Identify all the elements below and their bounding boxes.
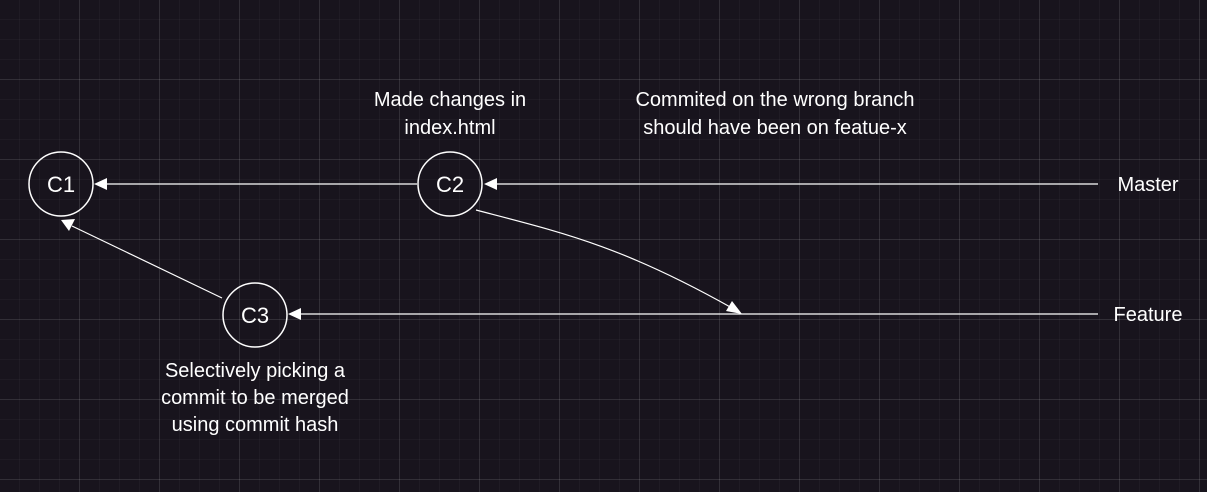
arrowhead-c3-to-c1-icon: [61, 219, 75, 231]
annotation-c2-line-2: index.html: [404, 117, 495, 139]
arrowhead-cherry-pick-icon: [726, 301, 742, 314]
annotation-c3: Selectively picking a commit to be merge…: [161, 360, 349, 436]
commit-label-c3: C3: [241, 303, 269, 328]
annotation-c3-line-1: Selectively picking a: [165, 360, 346, 382]
commit-node-c2: C2: [417, 151, 483, 217]
arrowhead-c3-icon: [288, 308, 301, 320]
arrowhead-c2-icon: [484, 178, 497, 190]
edge-c3-to-c1: [71, 225, 223, 299]
arrowhead-c1-icon: [94, 178, 107, 190]
annotation-c3-line-3: using commit hash: [172, 414, 339, 436]
branch-label-feature: Feature: [1114, 304, 1183, 326]
edge-c2-cherry-pick: [475, 209, 733, 309]
commit-label-c2: C2: [436, 172, 464, 197]
commit-node-c3: C3: [222, 282, 288, 348]
annotation-c2: Made changes in index.html: [374, 89, 526, 139]
commit-label-c1: C1: [47, 172, 75, 197]
commit-node-c1: C1: [28, 151, 94, 217]
annotation-wrong-branch-line-1: Commited on the wrong branch: [635, 89, 914, 111]
edges: [61, 178, 1098, 320]
annotation-wrong-branch-line-2: should have been on featue-x: [643, 117, 907, 139]
annotation-c2-line-1: Made changes in: [374, 89, 526, 111]
branch-label-master: Master: [1117, 174, 1178, 196]
annotation-wrong-branch: Commited on the wrong branch should have…: [635, 89, 914, 139]
annotation-c3-line-2: commit to be merged: [161, 387, 349, 409]
